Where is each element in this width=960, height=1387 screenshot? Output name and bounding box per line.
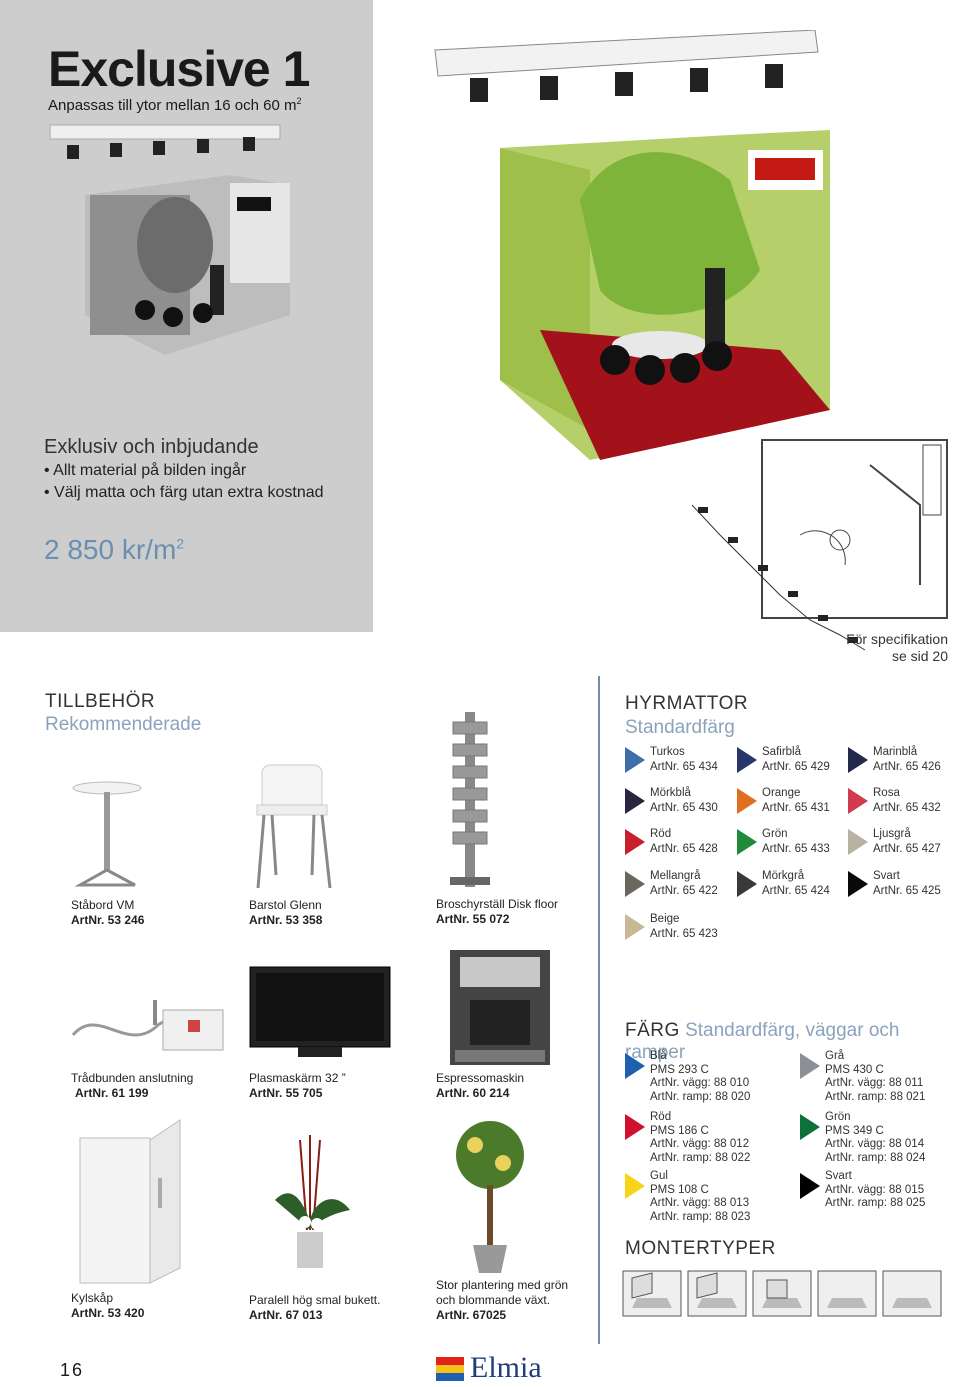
accessory-caption: Plasmaskärm 32 ”ArtNr. 55 705 xyxy=(249,1071,346,1100)
page-number: 16 xyxy=(60,1360,85,1380)
pitch-title: Exklusiv och inbjudande xyxy=(44,436,259,458)
carpet-swatch xyxy=(848,829,868,855)
carpet-swatch xyxy=(737,788,757,814)
price: 2 850 kr/m2 xyxy=(44,534,185,565)
brochure-stand-image xyxy=(450,712,490,887)
color-swatch xyxy=(800,1173,820,1199)
large-plant-image xyxy=(456,1121,524,1273)
page-title: Exclusive 1 xyxy=(48,41,310,97)
espresso-machine-image xyxy=(450,950,550,1065)
accessories-title: TILLBEHÖR xyxy=(45,691,156,712)
floor-plan xyxy=(691,439,948,651)
carpet-swatch xyxy=(848,871,868,897)
carpet-swatch xyxy=(737,871,757,897)
carpet-swatch xyxy=(625,914,645,940)
bouquet-image xyxy=(275,1135,350,1268)
color-swatch xyxy=(625,1053,645,1079)
page-subtitle: Anpassas till ytor mellan 16 och 60 m2 xyxy=(48,96,302,114)
accessories-subtitle: Rekommenderade xyxy=(45,714,202,735)
accessory-caption: Paralell hög smal bukett.ArtNr. 67 013 xyxy=(249,1293,381,1322)
elmia-logo: Elmia xyxy=(436,1351,566,1385)
carpet-swatch xyxy=(625,871,645,897)
booth-type-icons xyxy=(622,1270,942,1317)
bullet-item: • Välj matta och färg utan extra kostnad xyxy=(44,484,324,501)
carpets-title: HYRMATTOR xyxy=(625,693,749,714)
bullet-item: • Allt material på bilden ingår xyxy=(44,462,247,479)
column-divider xyxy=(598,676,600,1344)
color-swatch xyxy=(625,1173,645,1199)
booth-render-small xyxy=(49,124,290,355)
color-swatch xyxy=(800,1114,820,1140)
fridge-image xyxy=(79,1119,181,1284)
booth-render-large xyxy=(434,30,830,460)
bar-stool-image xyxy=(256,764,332,889)
carpet-swatch xyxy=(625,788,645,814)
plasma-screen-image xyxy=(249,966,391,1057)
carpet-swatch xyxy=(848,747,868,773)
carpet-swatch xyxy=(737,829,757,855)
carpet-swatch xyxy=(625,829,645,855)
color-swatch xyxy=(625,1114,645,1140)
color-swatch xyxy=(800,1053,820,1079)
carpet-swatch xyxy=(848,788,868,814)
elmia-logo-icon xyxy=(436,1357,464,1381)
carpet-swatch xyxy=(625,747,645,773)
network-connection-image xyxy=(71,1000,224,1051)
booth-types-title: MONTERTYPER xyxy=(625,1238,776,1259)
standing-table-image xyxy=(72,781,142,887)
carpet-swatch xyxy=(737,747,757,773)
carpets-subtitle: Standardfärg xyxy=(625,717,735,738)
